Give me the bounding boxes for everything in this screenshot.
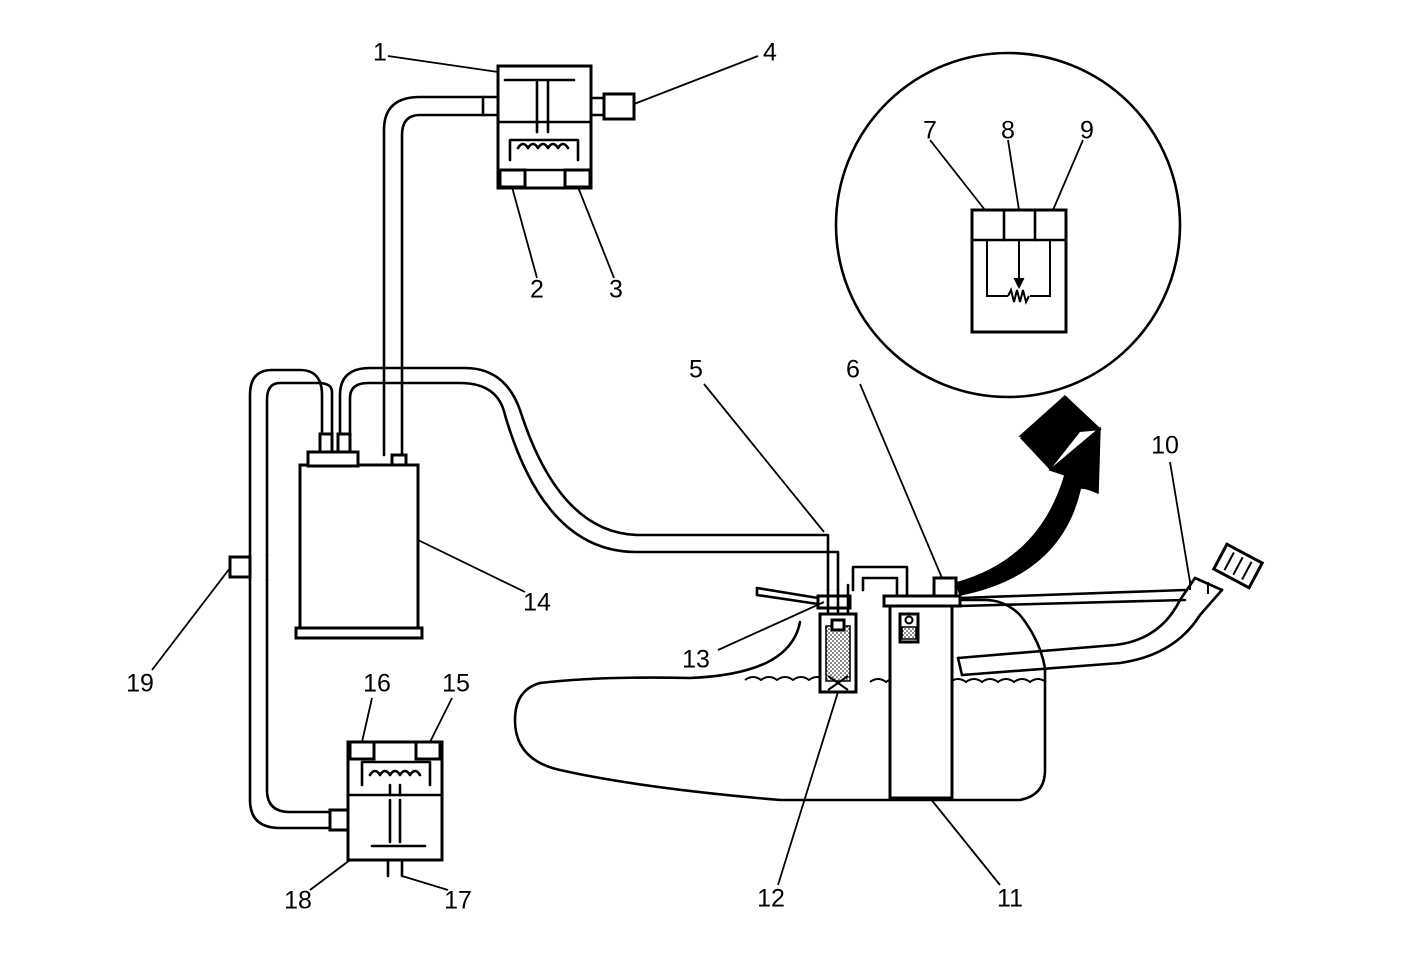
callout-5: 5 — [689, 356, 703, 384]
purge-hose — [382, 95, 485, 457]
callout-19: 19 — [126, 670, 154, 698]
fuel-tank — [513, 598, 1047, 802]
canister-hoses — [248, 366, 840, 592]
callout-2: 2 — [530, 276, 544, 304]
callout-3: 3 — [609, 276, 623, 304]
sensor-detail-view — [834, 51, 1182, 399]
callout-13: 13 — [682, 646, 710, 674]
callout-16: 16 — [363, 670, 391, 698]
callout-11: 11 — [997, 885, 1023, 913]
vent-line — [228, 553, 350, 832]
callout-17: 17 — [444, 887, 472, 915]
callout-8: 8 — [1001, 117, 1015, 145]
detail-arrow — [955, 395, 1102, 596]
fuel-tank-vent-valve — [755, 583, 858, 694]
callout-6: 6 — [846, 356, 860, 384]
callout-15: 15 — [442, 670, 470, 698]
leader-lines — [151, 55, 1191, 891]
callout-18: 18 — [284, 887, 312, 915]
callout-9: 9 — [1080, 117, 1094, 145]
fuel-pump-module — [851, 565, 962, 800]
callout-14: 14 — [523, 589, 551, 617]
vent-valve — [346, 740, 444, 878]
callout-12: 12 — [757, 885, 785, 913]
evap-canister — [294, 432, 424, 640]
callout-labels: 1 2 3 4 5 6 7 8 9 10 11 12 13 14 15 16 1… — [126, 39, 1179, 915]
filler-neck — [956, 542, 1265, 677]
callout-10: 10 — [1151, 432, 1179, 460]
callout-1: 1 — [373, 39, 387, 67]
callout-7: 7 — [923, 117, 937, 145]
callout-4: 4 — [763, 39, 777, 67]
purge-valve — [481, 64, 636, 190]
